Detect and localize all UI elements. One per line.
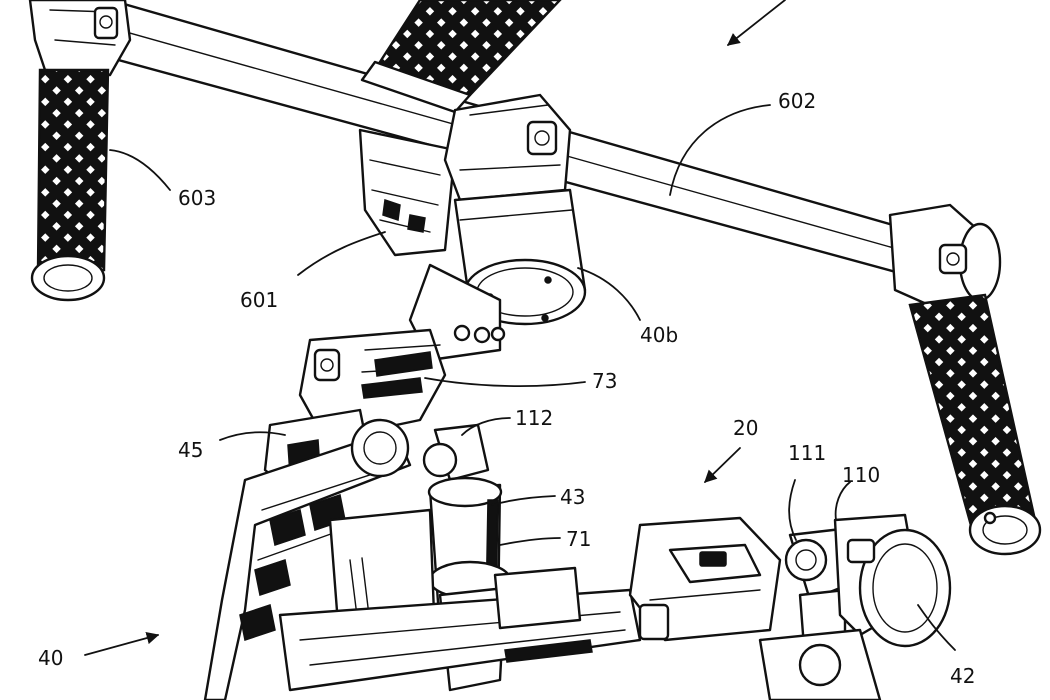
label-601: 601	[240, 288, 278, 312]
leader-73	[424, 377, 586, 387]
leader-110	[834, 481, 851, 521]
leader-40b	[577, 267, 641, 321]
camera-cage	[278, 508, 642, 692]
pitch-frame	[203, 418, 412, 700]
right-grip-handle	[908, 293, 1042, 556]
label-603: 603	[178, 186, 216, 210]
label-73: 73	[592, 369, 617, 393]
leader-603	[109, 149, 171, 191]
leader-602	[669, 104, 771, 196]
arrow-top-right	[727, 0, 786, 46]
right-handle-clamp	[888, 203, 1002, 312]
leader-42	[917, 604, 956, 651]
label-20: 20	[733, 416, 758, 440]
label-602: 602	[778, 89, 816, 113]
leader-43	[491, 495, 556, 506]
label-40b: 40b	[640, 323, 678, 347]
leader-601	[297, 231, 386, 276]
label-40: 40	[38, 646, 63, 670]
label-43: 43	[560, 485, 585, 509]
label-45: 45	[178, 438, 203, 462]
leader-45	[219, 431, 286, 441]
leader-112	[461, 417, 511, 436]
lower-bracket	[758, 628, 882, 700]
label-112: 112	[515, 406, 553, 430]
leader-71	[499, 537, 561, 546]
left-handle-clamp	[28, 0, 132, 77]
label-110: 110	[842, 463, 880, 487]
handlebar-bracket	[358, 128, 457, 257]
left-grip-handle	[30, 68, 110, 302]
leader-111	[788, 479, 797, 541]
label-42: 42	[950, 664, 975, 688]
arrow-40	[84, 631, 160, 656]
arrow-20	[704, 447, 741, 483]
camera-plate	[628, 516, 782, 642]
center-clamp	[443, 93, 572, 202]
label-71: 71	[566, 527, 591, 551]
tilt-joint	[422, 423, 490, 482]
roll-arm	[298, 328, 447, 442]
label-111: 111	[788, 441, 826, 465]
rear-grip-handle	[360, 0, 562, 114]
